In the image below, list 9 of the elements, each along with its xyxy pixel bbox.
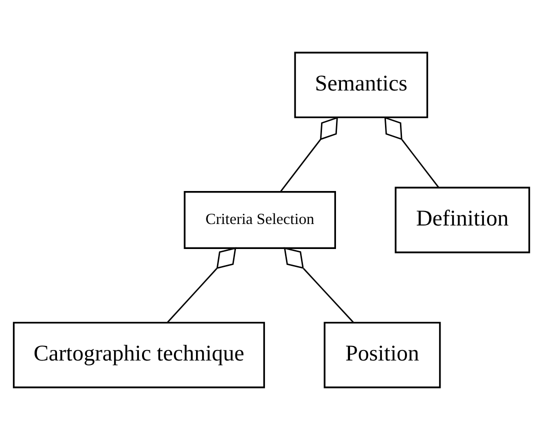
node-box: Criteria Selection <box>184 190 336 248</box>
connector <box>167 246 236 322</box>
node-box: Semantics <box>294 51 428 118</box>
connector <box>280 116 338 192</box>
node-box: Position <box>324 321 441 388</box>
node-box: Definition <box>394 186 530 253</box>
connector <box>284 246 354 322</box>
connector <box>384 116 440 188</box>
node-box: Cartographic technique <box>12 321 265 388</box>
